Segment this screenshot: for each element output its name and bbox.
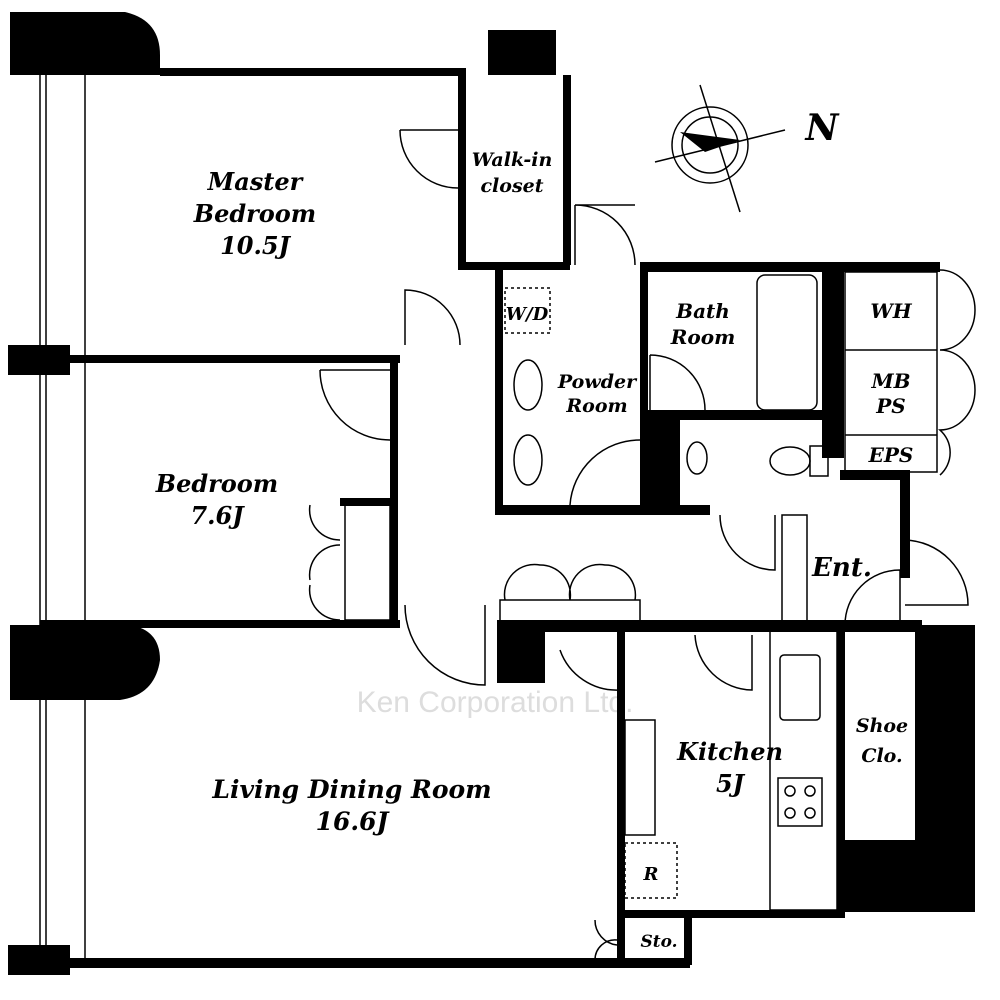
sink bbox=[513, 434, 543, 486]
bathtub bbox=[756, 274, 818, 411]
refrigerator-label: R bbox=[643, 864, 659, 885]
master-bedroom-label: Bedroom bbox=[193, 199, 316, 228]
column bbox=[10, 12, 160, 75]
washer-dryer bbox=[504, 287, 551, 334]
compass-north-label: N bbox=[805, 107, 841, 149]
toilet-tank bbox=[809, 445, 829, 477]
master-bedroom-label: Master bbox=[207, 167, 305, 196]
window-wall bbox=[8, 75, 86, 975]
closet bbox=[344, 504, 391, 621]
column bbox=[840, 840, 920, 912]
stove bbox=[777, 777, 823, 827]
kitchen-sink bbox=[779, 654, 821, 721]
walk-in-closet-label: Walk-in bbox=[472, 149, 553, 171]
bath-room-label: Bath bbox=[675, 299, 730, 323]
kitchen-label: Kitchen bbox=[676, 737, 783, 766]
walls bbox=[40, 68, 940, 968]
refrigerator bbox=[624, 842, 678, 899]
column bbox=[488, 30, 556, 75]
toilet bbox=[769, 446, 811, 476]
storage-label: Sto. bbox=[640, 932, 677, 952]
walk-in-closet-label: closet bbox=[480, 175, 543, 197]
entrance-label: Ent. bbox=[811, 553, 872, 583]
room-labels: Master Bedroom 10.5J Walk-in closet W/D … bbox=[155, 149, 914, 952]
sink bbox=[686, 441, 708, 475]
north-arrow-icon bbox=[680, 132, 740, 152]
kitchen-counter bbox=[769, 629, 838, 911]
sink bbox=[513, 359, 543, 411]
kitchen-area: 5J bbox=[716, 769, 746, 798]
wd-label: W/D bbox=[506, 304, 549, 325]
bedroom-label: Bedroom bbox=[155, 469, 278, 498]
living-dining-label: Living Dining Room bbox=[211, 775, 491, 804]
bath-room-label: Room bbox=[670, 325, 735, 349]
fixtures bbox=[344, 271, 938, 911]
mb-label: MB bbox=[870, 369, 910, 393]
powder-room-label: Room bbox=[565, 395, 627, 417]
closet bbox=[499, 599, 641, 623]
column bbox=[915, 625, 975, 912]
watermark: Ken Corporation Ltd. bbox=[357, 686, 634, 719]
master-bedroom-area: 10.5J bbox=[220, 231, 291, 260]
column bbox=[10, 625, 160, 700]
cabinet bbox=[624, 719, 656, 836]
ps-label: PS bbox=[875, 394, 905, 418]
bedroom-area: 7.6J bbox=[190, 501, 245, 530]
powder-room-label: Powder bbox=[557, 371, 638, 393]
shoe-closet-label: Clo. bbox=[861, 745, 902, 767]
column bbox=[497, 628, 545, 683]
doors bbox=[308, 129, 976, 961]
compass: N bbox=[654, 84, 841, 213]
eps-label: EPS bbox=[868, 443, 914, 467]
living-dining-area: 16.6J bbox=[316, 807, 391, 836]
shoe-closet-label: Shoe bbox=[856, 715, 908, 737]
wh-label: WH bbox=[870, 299, 912, 323]
